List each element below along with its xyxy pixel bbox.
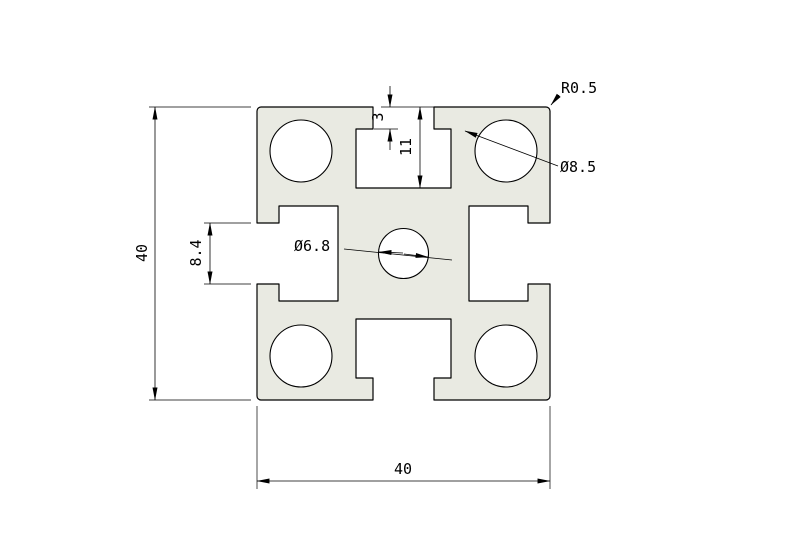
leader-line: [343, 248, 453, 261]
dim-center-hole: Ø6.8: [294, 237, 453, 261]
dim-lip-depth-label: 3: [369, 112, 387, 121]
dim-slot-depth-label: 11: [397, 138, 415, 156]
dim-corner-radius-label: R0.5: [561, 79, 597, 97]
dim-lip-depth: 3: [369, 86, 434, 150]
dim-corner-hole-label: Ø8.5: [560, 158, 596, 176]
dim-corner-radius: R0.5: [550, 79, 597, 106]
dim-slot-opening: 8.4: [187, 222, 251, 285]
leader-line: [464, 130, 559, 167]
corner-hole-top-left: [269, 119, 333, 183]
dim-corner-hole: Ø8.5: [464, 130, 596, 176]
dimension-arrow-line: [378, 250, 404, 256]
corner-hole-bottom-left: [269, 324, 333, 388]
corner-hole-top-right: [474, 119, 538, 183]
dim-slot-opening-label: 8.4: [187, 239, 205, 266]
dim-slot-depth: 11: [397, 106, 423, 189]
dim-overall-width-label: 40: [394, 460, 412, 478]
dimension-arrow-line: [403, 252, 429, 258]
leader-line: [550, 93, 561, 106]
dim-center-hole-label: Ø6.8: [294, 237, 330, 255]
corner-hole-bottom-right: [474, 324, 538, 388]
dim-overall-height: 40: [133, 106, 251, 401]
dim-overall-width: 40: [256, 406, 551, 489]
dim-overall-height-label: 40: [133, 244, 151, 262]
